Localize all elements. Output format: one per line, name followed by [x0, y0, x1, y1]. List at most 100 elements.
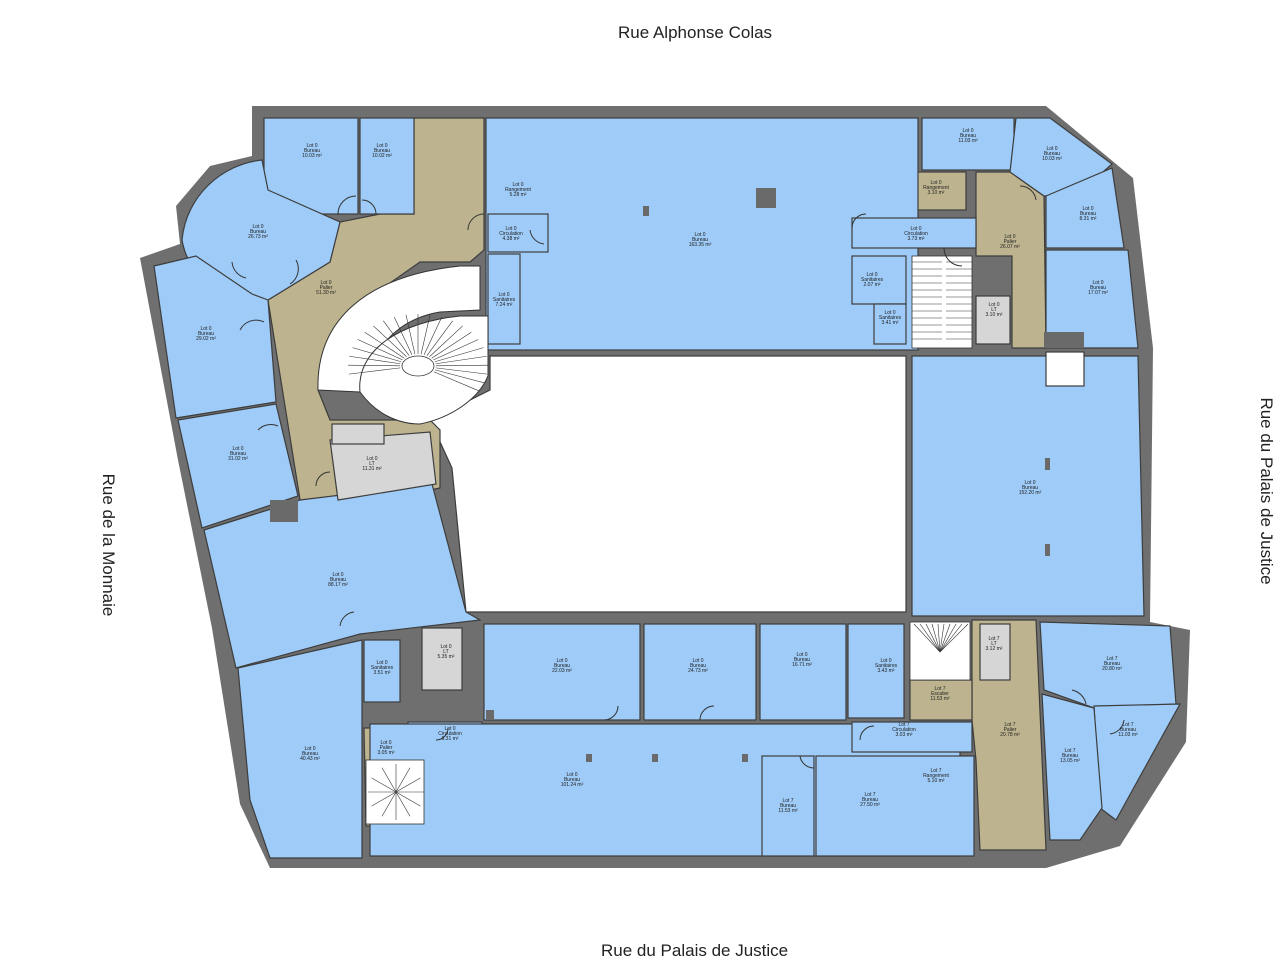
stair-tread — [937, 623, 941, 653]
stair-tread — [395, 791, 411, 817]
stair-tread — [381, 791, 397, 817]
street-label-bottom: Rue du Palais de Justice — [601, 941, 789, 960]
room-r24 — [237, 639, 363, 859]
room-r36 — [815, 755, 975, 857]
street-label-top: Rue Alphonse Colas — [618, 23, 773, 42]
stair-tread — [431, 331, 472, 359]
stair-north-east — [911, 255, 973, 349]
stair-tread — [435, 367, 488, 375]
light-well — [1045, 351, 1085, 387]
room-r30 — [643, 623, 757, 721]
room-r10 — [177, 403, 299, 529]
room-r29 — [483, 623, 641, 721]
courtyard — [429, 355, 907, 613]
stair-tread — [395, 791, 421, 807]
stair-tread — [423, 316, 442, 355]
room-r17 — [851, 217, 977, 249]
stair-tread — [433, 371, 480, 392]
room-r15 — [1045, 167, 1125, 249]
room-r26 — [421, 627, 463, 691]
room-r33 — [847, 623, 905, 719]
stair-tread — [426, 320, 453, 356]
stair-tread — [420, 314, 431, 355]
stair-tread — [435, 355, 487, 365]
staircases — [317, 255, 973, 825]
stair-tread — [395, 767, 411, 793]
stair-tread — [373, 325, 407, 357]
stair-tread — [433, 339, 479, 361]
office-rooms — [153, 117, 1182, 859]
stair-tread — [429, 325, 463, 357]
stair-tread — [405, 314, 416, 355]
pillars — [270, 188, 1084, 762]
room-r39 — [979, 623, 1011, 681]
stair-tread — [931, 623, 941, 653]
room-r25 — [363, 639, 401, 703]
lift-shaft — [331, 423, 385, 445]
room-r12 — [203, 483, 482, 669]
stair-tread — [939, 623, 957, 653]
technical-rooms — [329, 295, 1085, 691]
stair-tread — [371, 791, 397, 807]
room-r22 — [1045, 249, 1139, 349]
stair-tread — [434, 347, 484, 363]
room-r7 — [487, 213, 549, 253]
stair-tread — [919, 623, 941, 653]
room-r34 — [851, 721, 973, 753]
stair-tread — [913, 623, 941, 653]
main-spiral-staircase — [317, 265, 489, 425]
stair-tread — [352, 347, 402, 363]
stair-tread — [349, 355, 401, 365]
stair-tread — [348, 364, 401, 367]
stair-tread — [383, 320, 410, 356]
room-r21 — [975, 295, 1011, 345]
stair-tread — [394, 316, 413, 355]
stair-tread — [381, 767, 397, 793]
room-r8 — [487, 253, 521, 345]
room-r11 — [329, 431, 437, 501]
room-r42 — [1041, 693, 1103, 841]
room-r20 — [873, 303, 907, 345]
stair-tread — [371, 777, 397, 793]
stair-tread — [435, 364, 488, 367]
room-r19 — [851, 255, 907, 305]
room-r31 — [759, 623, 847, 721]
stair-tread — [939, 623, 945, 653]
